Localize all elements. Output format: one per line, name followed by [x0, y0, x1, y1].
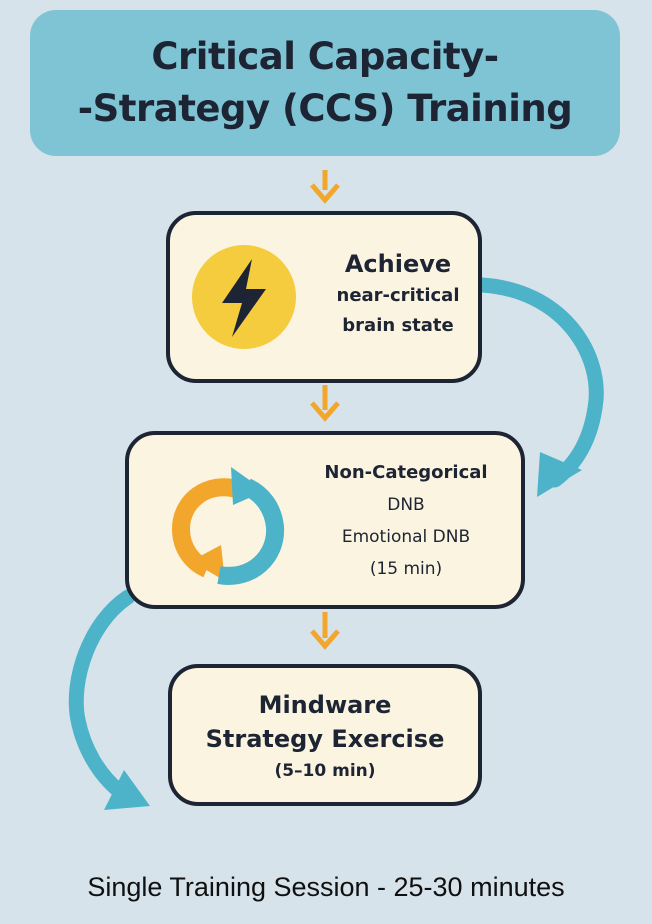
teal-arrowhead-right [537, 452, 582, 497]
step-1-text: Achieve near-critical brain state [312, 247, 484, 341]
step-1-line-1: near-critical [336, 285, 460, 306]
step-achieve-brain-state: Achieve near-critical brain state [166, 211, 482, 383]
session-footer: Single Training Session - 25-30 minutes [87, 872, 565, 902]
step-3-heading-1: Mindware [258, 691, 392, 719]
orange-down-arrow-3 [310, 612, 340, 650]
title-line-2: -Strategy (CCS) Training [77, 87, 573, 130]
lightning-bolt-icon [192, 245, 296, 349]
step-3-heading-2: Strategy Exercise [205, 725, 445, 753]
step-mindware-exercise: Mindware Strategy Exercise (5–10 min) [168, 664, 482, 806]
step-dnb-training: Non-Categorical DNB Emotional DNB (15 mi… [125, 431, 525, 609]
orange-down-arrow-2 [310, 385, 340, 422]
teal-curved-arrow-right [474, 277, 604, 488]
step-3-duration: (5–10 min) [274, 761, 376, 781]
step-2-line-1: Non-Categorical [324, 462, 488, 483]
teal-curved-arrow-left [68, 589, 136, 798]
step-1-heading: Achieve [344, 250, 452, 278]
cycle-arrows-icon [171, 467, 285, 585]
step-2-line-3: Emotional DNB [341, 527, 471, 547]
title-line-1: Critical Capacity- [151, 35, 499, 78]
step-2-line-4: (15 min) [369, 559, 443, 579]
step-2-line-2: DNB [387, 495, 425, 515]
step-2-text: Non-Categorical DNB Emotional DNB (15 mi… [297, 457, 515, 585]
step-3-text: Mindware Strategy Exercise (5–10 min) [172, 688, 478, 786]
title-banner: Critical Capacity- -Strategy (CCS) Train… [30, 10, 620, 156]
teal-arrowhead-left [104, 770, 150, 810]
orange-down-arrow-1 [310, 170, 340, 204]
step-1-line-2: brain state [342, 315, 454, 336]
